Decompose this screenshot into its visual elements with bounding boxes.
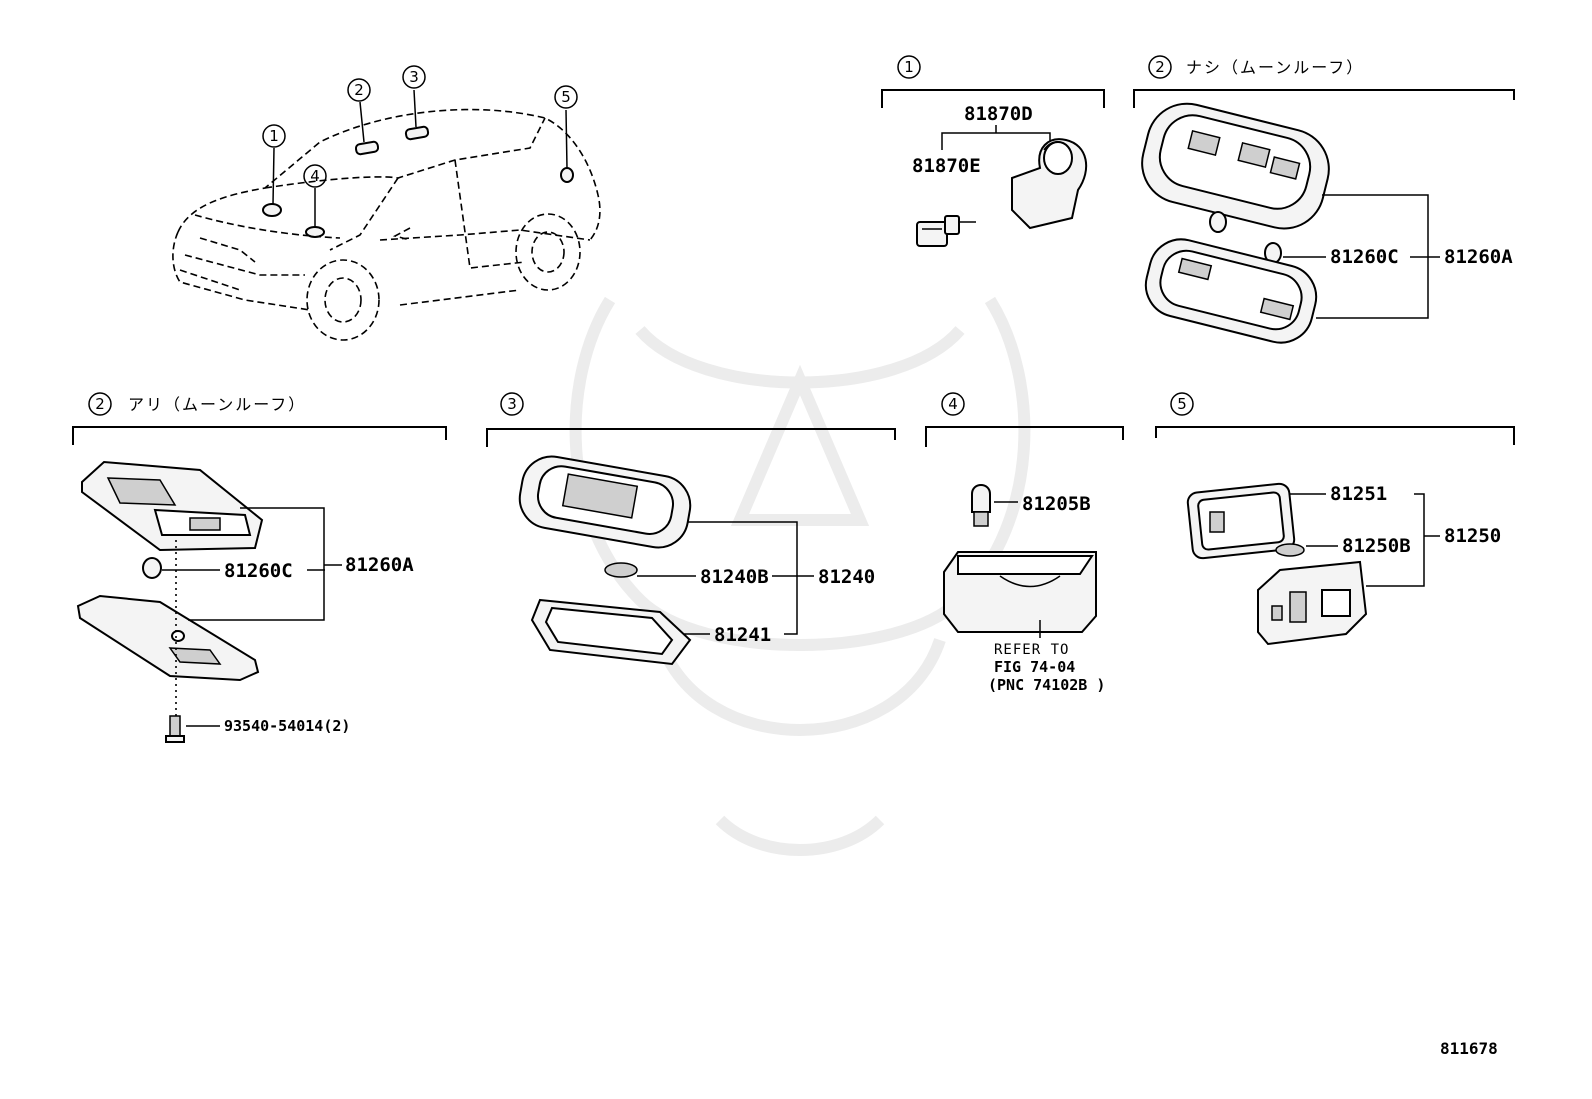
socket-81870D — [1011, 138, 1088, 230]
dome-housing-upper — [1141, 102, 1330, 230]
connector-81870E — [916, 215, 976, 247]
bulb-81260C-left — [1209, 211, 1227, 233]
figure-number: 811678 — [1440, 1039, 1498, 1058]
car-callout-5: 5 — [561, 88, 571, 106]
part-93540-54014: 93540-54014(2) — [224, 717, 350, 735]
car-callout-1: 1 — [269, 127, 279, 145]
bulb-81260C-b — [142, 557, 162, 579]
refer-note-line-3: (PNC 74102B ) — [988, 676, 1105, 694]
car-callout-3: 3 — [409, 68, 419, 86]
car-callout-2: 2 — [354, 81, 364, 99]
part-81870D: 81870D — [964, 103, 1033, 125]
bulb-81240B — [604, 562, 638, 578]
part-81260A-b: 81260A — [345, 554, 414, 576]
part-81205B: 81205B — [1022, 493, 1091, 515]
section-5: 5 81251 81250B 81250 — [1155, 392, 1515, 646]
section-2a-caption: ナシ（ムーンルーフ） — [1186, 58, 1364, 77]
part-81241: 81241 — [714, 624, 771, 646]
rear-lamp-housing — [1257, 560, 1368, 646]
section-2-without-moonroof: 2 ナシ（ムーンルーフ） 81260C 81260A — [1133, 55, 1515, 344]
part-81240: 81240 — [818, 566, 875, 588]
refer-note-line-1: REFER TO — [994, 642, 1069, 658]
refer-note-line-2: FIG 74-04 — [994, 658, 1075, 676]
watermark-emblem — [569, 296, 1031, 856]
section-1-number: 1 — [904, 58, 914, 76]
bulb-81250B — [1275, 543, 1305, 557]
dome-lens — [1144, 238, 1318, 344]
section-2-with-moonroof: 2 アリ（ムーンルーフ） 81260C 81260A 93540-54014(2… — [72, 392, 447, 743]
part-81250B: 81250B — [1342, 535, 1411, 557]
part-81250: 81250 — [1444, 525, 1501, 547]
part-81251: 81251 — [1330, 483, 1387, 505]
section-2b-number: 2 — [95, 395, 105, 413]
part-81260C-a: 81260C — [1330, 246, 1399, 268]
bulb-81205B-wedge — [971, 484, 991, 527]
section-2a-number: 2 — [1155, 58, 1165, 76]
section-4: 4 81205B REFER TO FIG 74-04 (PNC 74102B … — [925, 392, 1124, 694]
section-2b-caption: アリ（ムーンルーフ） — [128, 395, 306, 414]
map-lamp-lens — [530, 598, 692, 666]
moonroof-lamp-lens — [76, 594, 260, 682]
section-5-number: 5 — [1177, 395, 1187, 413]
part-81260A-a: 81260A — [1444, 246, 1513, 268]
part-81240B: 81240B — [700, 566, 769, 588]
console-box — [943, 551, 1097, 633]
section-3-number: 3 — [507, 395, 517, 413]
section-4-number: 4 — [948, 395, 958, 413]
part-81870E: 81870E — [912, 155, 981, 177]
moonroof-lamp-housing — [81, 460, 264, 552]
car-callout-4: 4 — [310, 167, 320, 185]
map-lamp-housing — [518, 455, 692, 549]
part-81260C-b: 81260C — [224, 560, 293, 582]
car-overview: 1 2 3 4 5 — [172, 65, 601, 341]
screw-93540-54014 — [165, 715, 185, 743]
section-1: 1 81870D 81870E — [881, 55, 1105, 247]
rear-lamp-lens — [1186, 482, 1296, 560]
section-3: 3 81240B 81240 81241 — [486, 392, 896, 666]
